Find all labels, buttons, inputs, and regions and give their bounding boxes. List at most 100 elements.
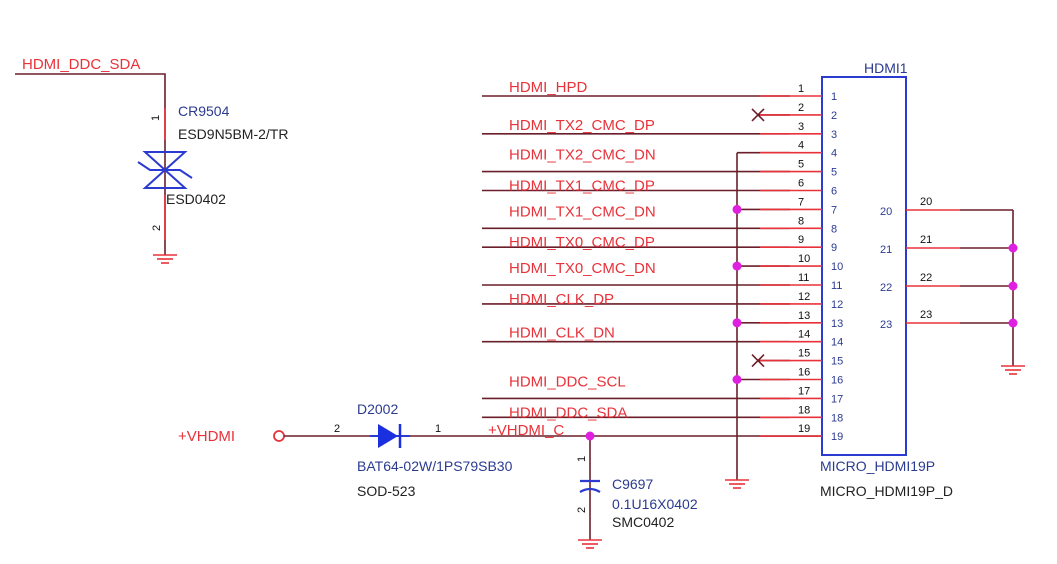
connector-refdes: HDMI1 [864,60,908,76]
net-label: HDMI_TX1_CMC_DP [509,178,655,195]
net-label: HDMI_CLK_DN [509,325,615,342]
svg-text:2: 2 [576,507,588,513]
cap-refdes: C9697 [612,476,653,492]
pin-number-outer: 2 [798,102,804,114]
pin-number-inner: 9 [831,242,837,254]
pin-10: 10 10 [732,253,843,273]
junction-dot [732,375,742,384]
pin-18: 18 18 HDMI_DDC_SDA [482,404,843,424]
pin-number-outer: 3 [798,121,804,133]
pin-number-inner: 10 [831,261,843,273]
pin-4: 44 [737,140,837,160]
pin-7: 77 [732,196,837,216]
ground-icon [725,479,749,489]
pin-number-outer: 8 [798,215,804,227]
svg-text:1: 1 [435,423,441,435]
pin-number-inner: 3 [831,129,837,141]
pin-number-outer: 17 [798,385,810,397]
pin-number-inner: 15 [831,356,843,368]
junction-dot [585,431,595,441]
schottky-diode-icon [370,424,410,448]
pin-23: 23 23 [880,309,1018,331]
pin-5: 5 5 HDMI_TX2_CMC_DN [482,147,837,179]
net-label: HDMI_TX2_CMC_DN [509,147,656,164]
svg-text:2: 2 [151,225,163,231]
net-label: HDMI_DDC_SCL [509,373,626,390]
net-label: +VHDMI_C [488,422,564,439]
pin-number-inner: 20 [880,206,892,218]
pin-number-outer: 15 [798,348,810,360]
net-label-hdmi-ddc-sda: HDMI_DDC_SDA [22,56,140,73]
pin-number-inner: 5 [831,167,837,179]
pin-number-inner: 14 [831,337,843,349]
power-circuit: +VHDMI 2 1 D2002 BAT64-02W/1PS79SB30 SOD… [178,401,822,549]
capacitor-icon [579,479,601,493]
pin-number-inner: 13 [831,318,843,330]
pin-22: 22 22 [880,272,1018,294]
pin-number-outer: 20 [920,196,932,208]
pin-number-inner: 21 [880,244,892,256]
pin-number-inner: 23 [880,319,892,331]
pin-number-outer: 1 [798,83,804,95]
ground-icon [1001,365,1025,375]
pin-14: 14 14 HDMI_CLK_DN [482,325,843,349]
junction-dot [732,204,742,214]
pin-number-outer: 12 [798,291,810,303]
net-label-vhdmi: +VHDMI [178,428,235,445]
net-label: HDMI_HPD [509,79,588,96]
pin-number-inner: 6 [831,186,837,198]
cap-footprint: SMC0402 [612,514,674,530]
pin-3: 3 3 HDMI_TX2_CMC_DP [482,117,837,141]
junction-dot [1008,243,1018,253]
connector-value: MICRO_HDMI19P [820,458,935,474]
pin-number-outer: 6 [798,178,804,190]
net-label: HDMI_CLK_DP [509,291,614,308]
svg-text:1: 1 [150,115,162,121]
pin-9: 9 9 HDMI_TX0_CMC_DP [482,234,837,254]
pin-number-inner: 18 [831,412,843,424]
pin-number-outer: 19 [798,423,810,435]
net-label: HDMI_DDC_SDA [509,404,627,421]
pin-number-inner: 1 [831,91,837,103]
pin-number-inner: 22 [880,282,892,294]
hdmi-connector: HDMI1 MICRO_HDMI19P MICRO_HDMI19P_D 11HD… [482,60,1025,499]
junction-dot [732,261,742,271]
pin-number-outer: 21 [920,234,932,246]
pin-11: 11 11 HDMI_TX0_CMC_DN [482,260,842,292]
esd-footprint: ESD0402 [166,191,226,207]
pin-number-outer: 22 [920,272,932,284]
junction-dot [732,318,742,328]
svg-text:2: 2 [334,423,340,435]
pin-number-outer: 23 [920,309,932,321]
net-label: HDMI_TX0_CMC_DP [509,234,655,251]
pin-number-inner: 17 [831,393,843,405]
ground-icon [153,254,177,264]
pin-number-outer: 11 [798,272,809,284]
net-label: HDMI_TX1_CMC_DN [509,203,656,220]
pin-number-outer: 5 [798,159,804,171]
svg-text:1: 1 [576,456,588,462]
pin-number-outer: 7 [798,196,804,208]
net-label: HDMI_TX2_CMC_DP [509,117,655,134]
pin-number-outer: 9 [798,234,804,246]
pin-number-inner: 11 [831,280,842,292]
power-port-icon [273,430,285,442]
pin-number-inner: 2 [831,110,837,122]
pin-6: 6 6 HDMI_TX1_CMC_DP [482,178,837,198]
net-label: HDMI_TX0_CMC_DN [509,260,656,277]
pin-21: 21 21 [880,234,1018,256]
junction-dot [1008,281,1018,291]
pin-number-inner: 4 [831,148,837,160]
pin-number-outer: 18 [798,404,810,416]
pin-number-outer: 14 [798,329,810,341]
no-connect-icon [751,108,765,122]
esd-circuit: HDMI_DDC_SDA 1 2 CR9504 ESD9N5BM-2/TR ES… [15,56,288,264]
pin-number-inner: 12 [831,299,843,311]
pin-number-outer: 10 [798,253,810,265]
